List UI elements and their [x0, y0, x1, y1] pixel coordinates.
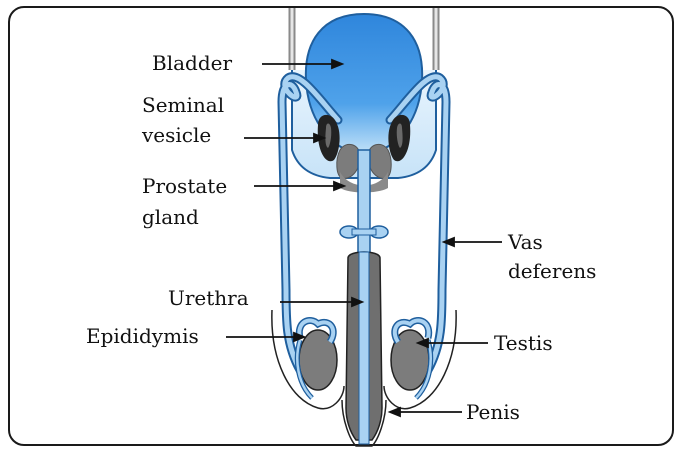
- label-penis: Penis: [466, 400, 520, 424]
- penis: [342, 252, 386, 446]
- label-prostate-line2: gland: [142, 205, 199, 229]
- label-vas-line1: Vas: [507, 230, 543, 254]
- label-epididymis: Epididymis: [86, 324, 199, 348]
- label-testis: Testis: [494, 331, 553, 355]
- label-bladder: Bladder: [152, 51, 232, 75]
- label-seminal-vesicle-line1: Seminal: [142, 93, 224, 117]
- label-vas-line2: deferens: [508, 259, 596, 283]
- label-prostate-line1: Prostate: [142, 174, 227, 198]
- testis-right: [391, 320, 431, 398]
- label-seminal-vesicle-line2: vesicle: [141, 123, 211, 147]
- label-urethra: Urethra: [168, 286, 249, 310]
- testis-left: [297, 320, 337, 398]
